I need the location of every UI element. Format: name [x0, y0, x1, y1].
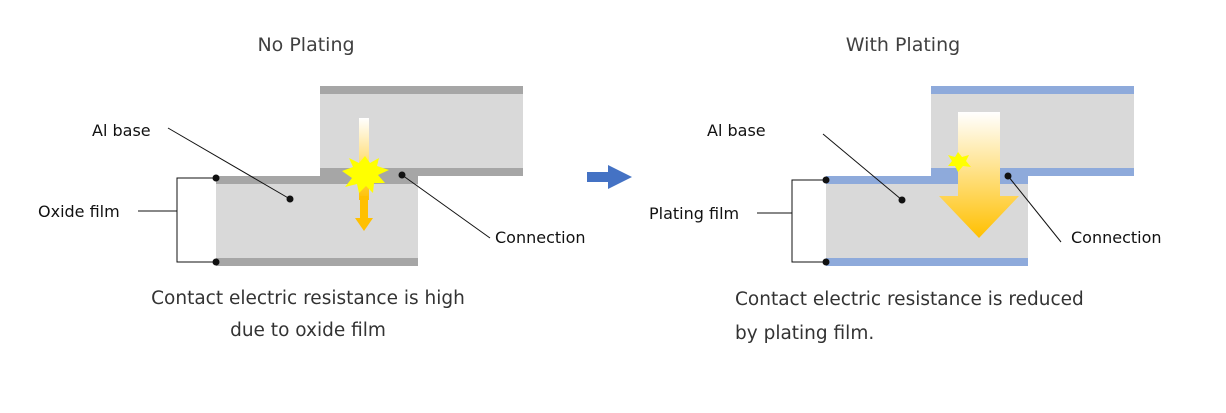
right-film-bracket [791, 179, 826, 263]
left-al-base-dot [286, 195, 294, 203]
right-top-plating-lower [931, 168, 1134, 176]
left-connection-label: Connection [495, 228, 586, 247]
left-caption-line2: due to oxide film [230, 320, 386, 341]
left-film-dot-top [212, 174, 220, 182]
right-title: With Plating [846, 34, 960, 56]
left-current-arrow-head [355, 218, 373, 231]
right-connection-leader [1007, 175, 1062, 243]
spark-icon [342, 156, 389, 193]
right-bottom-plating-lower [826, 258, 1028, 266]
right-film-label: Plating film [649, 204, 739, 223]
left-panel: No Plating Al base Oxide film [38, 34, 586, 341]
left-top-oxide-lower [320, 168, 523, 176]
left-connection-dot [398, 171, 406, 179]
left-al-base-label: Al base [92, 121, 151, 140]
left-title: No Plating [257, 34, 354, 56]
right-connection-dot [1004, 172, 1012, 180]
left-film-dot-bottom [212, 258, 220, 266]
right-bottom-plating-upper [826, 176, 1028, 184]
left-top-plate [320, 86, 523, 176]
left-bottom-plate [216, 176, 418, 266]
small-spark-icon [948, 152, 971, 172]
right-connection-label: Connection [1071, 228, 1162, 247]
right-arrow-icon [587, 165, 632, 189]
left-current-arrow-tail [360, 196, 368, 220]
right-caption-line2: by plating film. [735, 323, 874, 344]
right-al-base-label: Al base [707, 121, 766, 140]
right-panel: With Plating Al base Plating film Connec [649, 34, 1162, 344]
left-bottom-oxide-lower [216, 258, 418, 266]
left-top-oxide-upper [320, 86, 523, 94]
left-al-base-leader [167, 127, 291, 200]
left-film-label: Oxide film [38, 202, 120, 221]
left-bottom-al-base [216, 176, 418, 266]
left-top-al-base [320, 86, 523, 176]
left-bottom-oxide-upper [216, 176, 418, 184]
right-caption-line1: Contact electric resistance is reduced [735, 289, 1084, 310]
left-connection-leader [401, 174, 491, 239]
left-caption-line1: Contact electric resistance is high [151, 288, 465, 309]
right-top-plating-upper [931, 86, 1134, 94]
right-al-base-dot [898, 196, 906, 204]
right-al-base-leader [822, 133, 903, 201]
right-film-dot-bottom [822, 258, 830, 266]
right-film-dot-top [822, 176, 830, 184]
right-current-arrow [939, 112, 1019, 238]
left-film-bracket [176, 177, 216, 263]
